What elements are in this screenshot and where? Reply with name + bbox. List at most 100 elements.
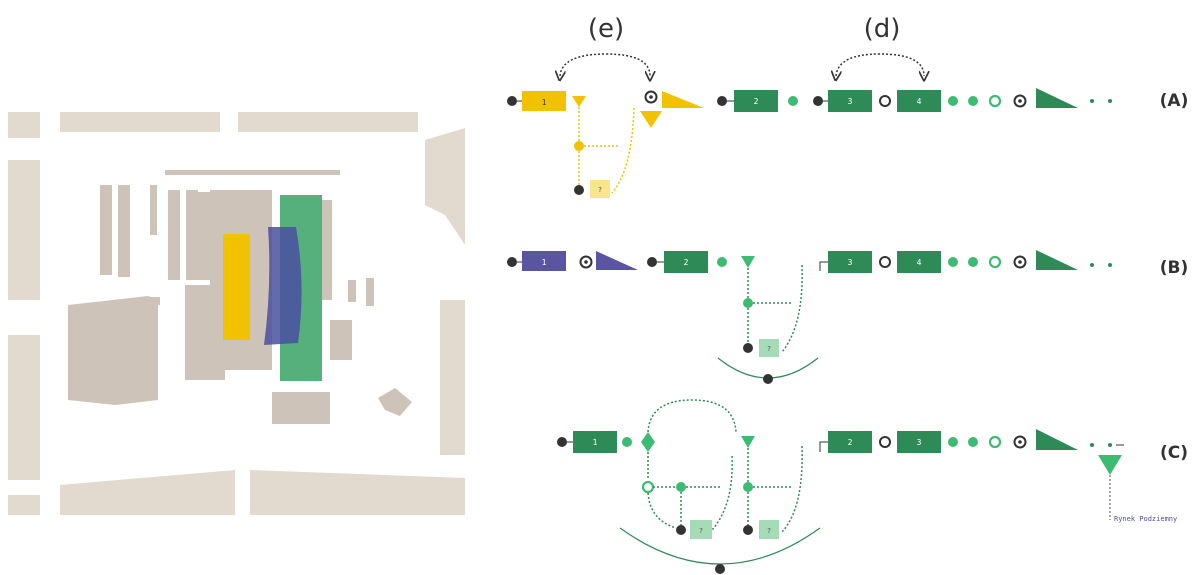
arrow-e: [560, 53, 650, 76]
dark-node: [507, 96, 517, 106]
green-dot: [788, 96, 798, 106]
box-1-label: 1: [593, 438, 598, 447]
green-triangle-down: [1098, 455, 1122, 475]
row-label-c: (C): [1160, 443, 1188, 463]
unknown-box: [759, 520, 779, 539]
dark-node: [557, 437, 567, 447]
box-2-label: 2: [754, 97, 759, 106]
dark-node: [574, 185, 584, 195]
green-wedge: [1036, 250, 1078, 270]
green-dot: [948, 96, 958, 106]
yellow-triangle-down: [640, 111, 662, 128]
trail-dot: [1090, 99, 1094, 103]
dark-node: [813, 96, 823, 106]
box-3-label: 3: [848, 258, 853, 267]
row-b: 1 2 ? 3 4 (B): [507, 250, 1188, 384]
green-dot: [743, 298, 753, 308]
annotation-e: (e): [588, 14, 624, 44]
callout-label: Rynek Podziemny: [1114, 515, 1177, 523]
unknown-box: [759, 339, 779, 357]
unknown-label-1: ?: [699, 527, 703, 535]
box-4-label: 4: [917, 97, 922, 106]
box-1: [573, 431, 617, 453]
dark-node: [715, 564, 725, 574]
trail-dot: [1090, 443, 1094, 447]
ring-node: [644, 90, 658, 104]
box-4: [897, 251, 941, 273]
green-dot: [948, 437, 958, 447]
row-label-a: (A): [1160, 91, 1189, 111]
annotations: (e) (d): [560, 14, 924, 76]
trail-dot: [1090, 263, 1094, 267]
unknown-box: [690, 520, 712, 539]
box-3: [828, 251, 872, 273]
green-wedge: [1036, 429, 1078, 450]
ring-node: [879, 436, 891, 448]
purple-wedge: [596, 251, 638, 270]
green-diamond: [641, 432, 655, 452]
box-4: [897, 90, 941, 112]
yellow-wedge: [662, 91, 704, 108]
ring-node: [1013, 94, 1027, 108]
dark-node: [763, 374, 773, 384]
yellow-dot: [574, 141, 584, 151]
arc: [619, 527, 821, 565]
green-dot: [968, 96, 978, 106]
row-c: 1 ? ? 2 3: [557, 399, 1188, 574]
yellow-triangle: [572, 96, 586, 107]
box-1-label: 1: [542, 258, 547, 267]
ring-node: [1013, 255, 1027, 269]
trail-dot: [1108, 443, 1112, 447]
dark-node: [676, 525, 686, 535]
surrounding-blocks: [8, 112, 465, 515]
box-1-label: 1: [542, 98, 547, 107]
green-ring: [641, 480, 655, 494]
green-dot: [968, 437, 978, 447]
green-dot: [743, 482, 753, 492]
ring-node: [579, 255, 593, 269]
green-ring: [988, 435, 1002, 449]
trail-dot: [1108, 263, 1112, 267]
unknown-label-2: ?: [767, 527, 771, 535]
ring-node: [879, 95, 891, 107]
unknown-label: ?: [767, 345, 771, 353]
box-2-label: 2: [684, 258, 689, 267]
box-2: [734, 90, 778, 112]
unknown-label: ?: [598, 186, 602, 194]
yellow-zone: [223, 234, 250, 340]
row-a: 1 ? 2 3 4 (A): [507, 88, 1188, 198]
box-3-label: 3: [917, 438, 922, 447]
green-dot: [622, 437, 632, 447]
green-ring: [988, 255, 1002, 269]
dark-node: [743, 525, 753, 535]
dark-node: [743, 343, 753, 353]
ring-node: [879, 256, 891, 268]
box-4-label: 4: [917, 258, 922, 267]
box-2: [828, 431, 872, 453]
dark-node: [717, 96, 727, 106]
annotation-d: (d): [864, 14, 901, 44]
box-2: [664, 251, 708, 273]
trail-dot: [1108, 99, 1112, 103]
arrow-d: [836, 53, 924, 76]
green-dot: [968, 257, 978, 267]
unknown-box: [590, 180, 610, 198]
green-dot: [676, 482, 686, 492]
purple-zone: [264, 227, 302, 345]
green-dot: [717, 257, 727, 267]
green-ring: [988, 94, 1002, 108]
green-dot: [948, 257, 958, 267]
green-wedge: [1036, 88, 1078, 108]
box-3: [828, 90, 872, 112]
box-3: [897, 431, 941, 453]
dark-node: [507, 257, 517, 267]
box-1: [522, 91, 566, 111]
site-map: [8, 112, 465, 515]
box-1: [522, 251, 566, 271]
dark-node: [647, 257, 657, 267]
ring-node: [1013, 435, 1027, 449]
box-2-label: 2: [848, 438, 853, 447]
central-buildings: [68, 170, 412, 424]
green-triangle: [741, 436, 755, 448]
